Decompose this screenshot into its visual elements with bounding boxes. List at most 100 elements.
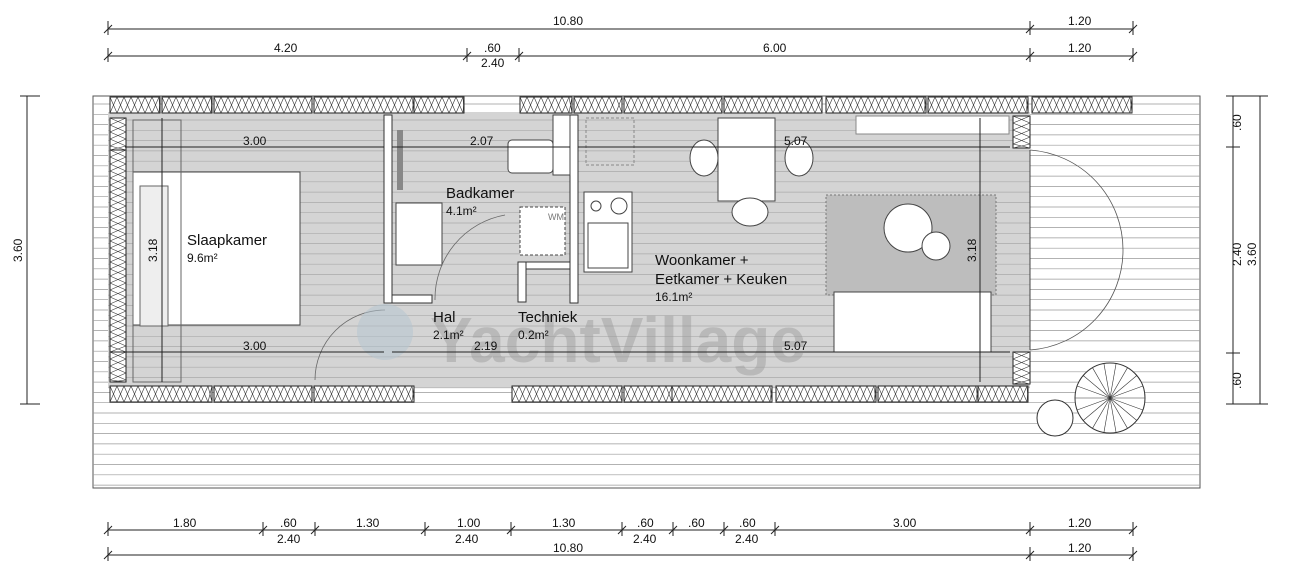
parasol-rib xyxy=(1109,367,1128,399)
wall-hatch xyxy=(948,96,957,114)
wall-hatch xyxy=(362,96,371,114)
wall-hatch xyxy=(671,385,680,403)
wall-hatch xyxy=(109,191,127,200)
wall-hatch xyxy=(609,385,618,403)
parasol-rib xyxy=(1109,363,1117,399)
wall-hatch xyxy=(161,96,170,114)
wall-hatch xyxy=(1038,96,1047,114)
wall-hatch xyxy=(807,96,816,114)
wall-hatch xyxy=(751,96,760,114)
wall-hatch xyxy=(1025,96,1029,114)
wall-hatch xyxy=(881,96,890,114)
wall-hatch xyxy=(193,385,202,403)
wall-hatch xyxy=(137,96,146,114)
wall-hatch xyxy=(130,385,139,403)
wall-hatch xyxy=(685,385,694,403)
wall-hatch xyxy=(313,96,322,114)
wall-hatch xyxy=(905,385,914,403)
wall-hatch xyxy=(526,96,535,114)
wall-hatch xyxy=(1026,385,1029,403)
wall-hatch xyxy=(923,96,927,114)
wall-hatch xyxy=(313,385,322,403)
towel-rail xyxy=(397,130,403,190)
wall-hatch xyxy=(775,385,784,403)
wall-hatch xyxy=(1019,385,1028,403)
wall-hatch xyxy=(210,96,213,114)
wall-hatch xyxy=(137,385,146,403)
wall-hatch xyxy=(255,385,264,403)
dining-table xyxy=(717,117,776,202)
wall-hatch xyxy=(189,96,198,114)
dim-woon-bottom: 5.07 xyxy=(784,339,808,353)
interior-wall-techniek-side xyxy=(517,261,527,303)
washing-machine xyxy=(519,206,566,256)
dim-bottom-sub: 2.40 xyxy=(455,532,479,546)
wall-hatch xyxy=(991,385,1000,403)
wall-hatch xyxy=(796,385,805,403)
wall-hatch xyxy=(220,385,229,403)
wall-hatch xyxy=(109,170,127,179)
wall-hatch xyxy=(290,96,299,114)
wall-hatch xyxy=(734,385,743,403)
wall-hatch xyxy=(853,96,862,114)
wall-hatch xyxy=(341,385,350,403)
wall-hatch xyxy=(448,96,457,114)
wall-hatch xyxy=(320,385,329,403)
wall-segment xyxy=(1012,115,1031,149)
wall-hatch xyxy=(109,226,127,235)
wall-hatch xyxy=(320,96,329,114)
wall-hatch xyxy=(658,96,667,114)
wall-hatch xyxy=(248,385,257,403)
wall-hatch xyxy=(227,385,236,403)
wall-hatch xyxy=(109,177,127,186)
wall-hatch xyxy=(762,385,771,403)
wall-hatch xyxy=(860,96,869,114)
wall-hatch xyxy=(109,303,127,312)
wall-hatch xyxy=(1045,96,1054,114)
wall-hatch xyxy=(595,385,604,403)
room-name-badkamer: Badkamer xyxy=(446,185,514,202)
wall-hatch xyxy=(1005,385,1014,403)
wall-hatch xyxy=(427,96,436,114)
pillows xyxy=(139,185,169,327)
dim-slaap-top: 3.00 xyxy=(243,134,267,148)
dim-bottom: 1.30 xyxy=(356,516,380,530)
parasol-rib xyxy=(1103,363,1111,399)
parasol-rib xyxy=(1109,397,1143,411)
wall-hatch xyxy=(874,96,883,114)
wall-hatch xyxy=(234,96,243,114)
exterior-walls xyxy=(109,96,1133,403)
wall-hatch xyxy=(1115,96,1124,114)
wall-hatch xyxy=(560,385,569,403)
wall-hatch xyxy=(651,385,660,403)
wall-hatch xyxy=(151,96,160,114)
sink xyxy=(395,202,443,266)
wall-hatch xyxy=(926,385,935,403)
washing-machine-label: WM xyxy=(548,212,564,222)
wall-hatch xyxy=(109,275,127,284)
wall-hatch xyxy=(327,96,336,114)
wall-hatch xyxy=(186,385,195,403)
wall-hatch xyxy=(845,385,854,403)
wall-hatch xyxy=(581,385,590,403)
wall-hatch xyxy=(297,385,306,403)
wall-hatch xyxy=(109,268,127,277)
wall-hatch xyxy=(334,385,343,403)
parasol-rib xyxy=(1109,385,1143,399)
wall-hatch xyxy=(369,96,378,114)
dim-bottom: 3.00 xyxy=(893,516,917,530)
wall-hatch xyxy=(200,385,209,403)
wall-hatch xyxy=(588,385,597,403)
wall-segment xyxy=(109,96,161,114)
wall-hatch xyxy=(109,96,118,114)
wall-hatch xyxy=(1129,96,1133,114)
wall-hatch xyxy=(831,385,840,403)
wall-hatch xyxy=(658,385,667,403)
wall-hatch xyxy=(601,96,610,114)
wall-hatch xyxy=(158,385,167,403)
wall-hatch xyxy=(269,385,278,403)
wall-hatch xyxy=(109,385,118,403)
dim-right-top: .60 xyxy=(1230,114,1244,131)
wall-hatch xyxy=(912,385,921,403)
wall-hatch xyxy=(172,385,181,403)
